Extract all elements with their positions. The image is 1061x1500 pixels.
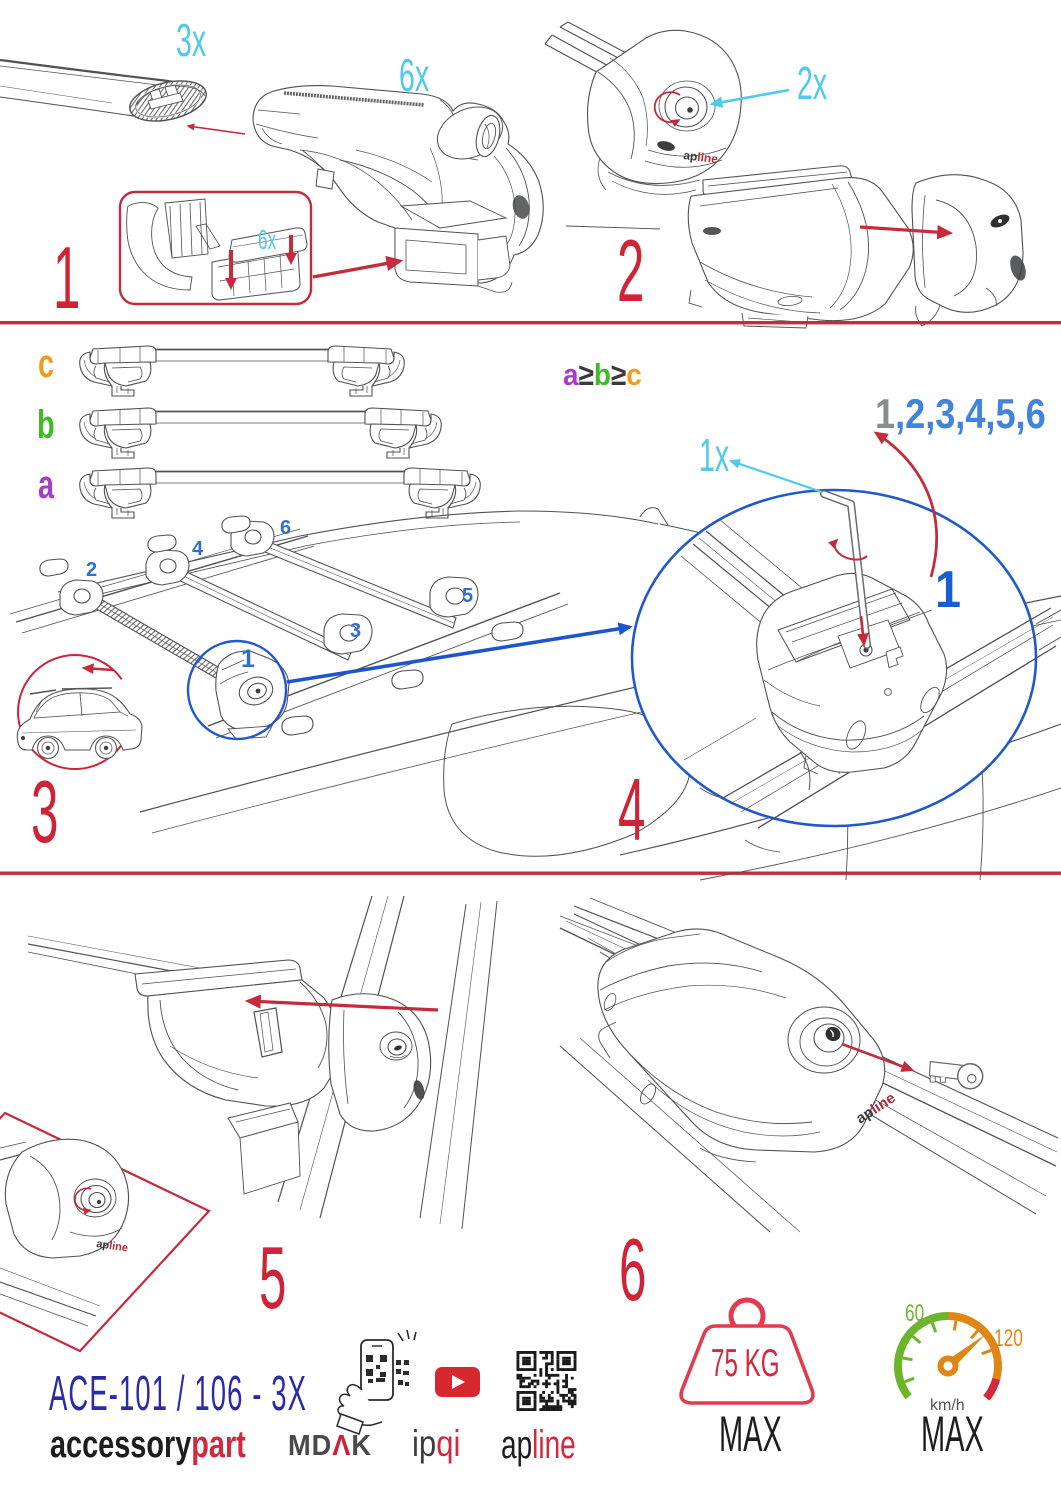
svg-text:6: 6 [280, 517, 291, 539]
svg-text:MAX: MAX [921, 1406, 984, 1462]
svg-text:1: 1 [241, 645, 255, 673]
svg-text:2: 2 [617, 222, 644, 321]
svg-text:5: 5 [462, 585, 473, 607]
svg-text:3: 3 [350, 620, 361, 642]
svg-text:120: 120 [994, 1325, 1023, 1351]
svg-text:4: 4 [192, 538, 204, 560]
svg-text:a: a [38, 462, 55, 507]
svg-text:ipqi: ipqi [412, 1424, 460, 1465]
svg-text:km/h: km/h [930, 1397, 965, 1414]
svg-text:60: 60 [905, 1300, 924, 1326]
svg-text:3x: 3x [176, 15, 206, 67]
svg-text:MDΛK: MDΛK [288, 1429, 372, 1461]
svg-text:3: 3 [31, 763, 58, 862]
svg-text:75 KG: 75 KG [711, 1341, 780, 1384]
svg-text:2x: 2x [797, 58, 827, 110]
svg-text:apline: apline [683, 148, 719, 166]
svg-text:ACE-101 / 106 - 3X: ACE-101 / 106 - 3X [49, 1367, 307, 1421]
svg-text:4: 4 [618, 761, 645, 860]
svg-text:1x: 1x [699, 430, 729, 482]
svg-text:2: 2 [86, 559, 97, 581]
svg-text:6x: 6x [258, 224, 277, 255]
svg-text:1: 1 [53, 229, 80, 328]
svg-text:accessorypart: accessorypart [50, 1423, 246, 1466]
svg-text:1: 1 [935, 561, 961, 619]
svg-text:apline: apline [501, 1423, 576, 1467]
svg-text:6: 6 [619, 1221, 646, 1320]
svg-text:1,2,3,4,5,6: 1,2,3,4,5,6 [875, 392, 1046, 438]
svg-text:MAX: MAX [719, 1406, 782, 1462]
svg-text:5: 5 [259, 1229, 286, 1328]
svg-text:apline: apline [96, 1238, 129, 1254]
svg-text:6x: 6x [399, 50, 429, 102]
svg-text:a≥b≥c: a≥b≥c [563, 358, 642, 393]
svg-text:c: c [38, 341, 54, 386]
svg-text:b: b [37, 402, 55, 447]
